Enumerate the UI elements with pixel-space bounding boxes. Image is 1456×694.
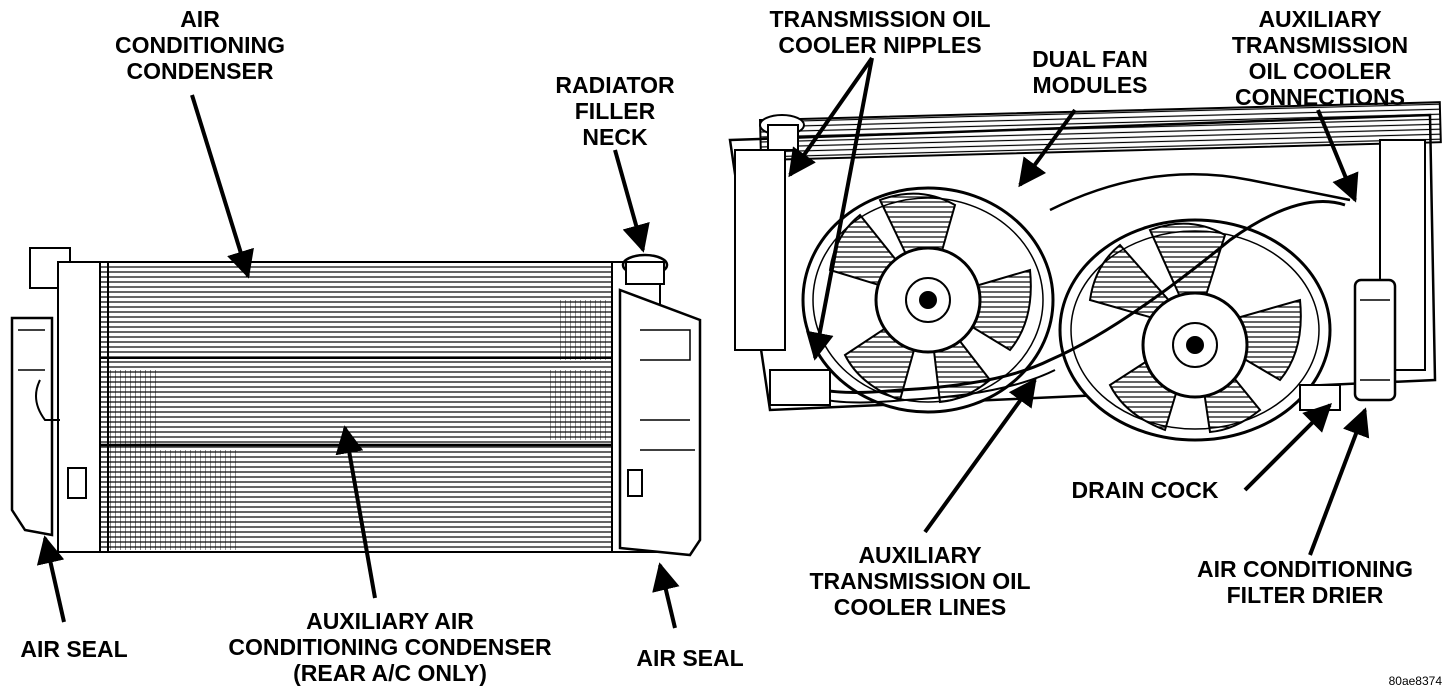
label-ac-filter-drier: AIR CONDITIONING FILTER DRIER [1197,556,1413,608]
leader-dual-fan-modules [1018,108,1077,188]
leader-filter-drier [1308,407,1370,556]
leader-ac-condenser [190,94,254,279]
leader-air-seal-right [652,562,680,629]
label-air-seal-right: AIR SEAL [636,645,744,671]
leader-air-seal-left [36,535,66,623]
leader-aux-ac-condenser [335,425,377,599]
label-aux-ac-condenser: AUXILIARY AIR CONDITIONING CONDENSER (RE… [228,608,552,686]
leader-trans-nipple-2 [805,57,874,361]
leader-aux-trans-connections [1316,109,1359,203]
figure-code: 80ae8374 [1388,674,1442,688]
label-dual-fan-modules: DUAL FAN MODULES [1032,46,1148,98]
leader-trans-nipple-1 [788,56,874,178]
leader-radiator-filler-neck [613,149,650,253]
label-radiator-filler-neck: RADIATOR FILLER NECK [555,72,675,150]
condenser-assembly [10,247,702,557]
label-trans-oil-cooler-nipples: TRANSMISSION OIL COOLER NIPPLES [769,6,991,58]
label-air-seal-left: AIR SEAL [20,636,128,662]
label-aux-trans-oil-cooler-connections: AUXILIARY TRANSMISSION OIL COOLER CONNEC… [1231,6,1409,110]
label-ac-condenser: AIR CONDITIONING CONDENSER [115,6,285,84]
label-aux-trans-oil-cooler-lines: AUXILIARY TRANSMISSION OIL COOLER LINES [809,542,1031,620]
leader-aux-trans-lines [923,377,1037,534]
label-drain-cock: DRAIN COCK [1071,477,1219,503]
leader-drain-cock [1243,403,1332,492]
leader-lines [36,56,1370,629]
